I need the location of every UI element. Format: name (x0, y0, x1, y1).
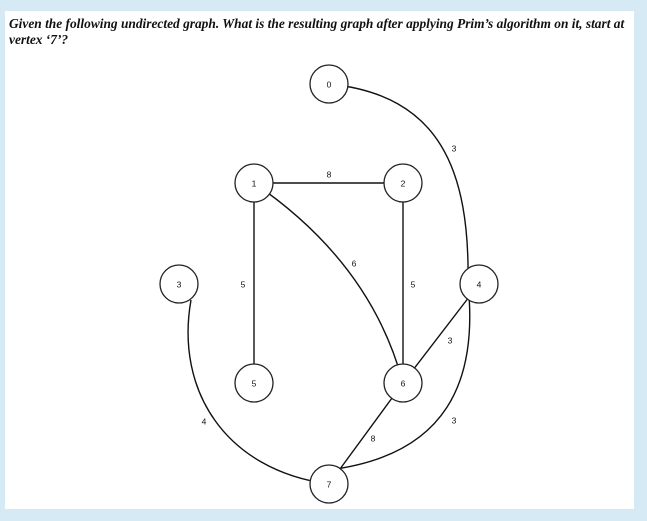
node-circle-7 (309, 464, 349, 504)
node-6: 6 (383, 363, 423, 403)
node-circle-4 (459, 264, 499, 304)
node-label-2: 2 (401, 178, 406, 188)
node-label-4: 4 (477, 279, 482, 289)
edge-weight-1-5: 5 (241, 279, 246, 289)
node-0: 0 (309, 64, 349, 104)
edge-weight-1-6: 6 (352, 258, 357, 268)
node-4: 4 (459, 264, 499, 304)
node-3: 3 (159, 264, 199, 304)
edge-weight-1-2: 8 (327, 169, 332, 179)
node-7: 7 (309, 464, 349, 504)
node-circle-0 (309, 64, 349, 104)
question-text: Given the following undirected graph. Wh… (9, 16, 625, 47)
node-label-5: 5 (252, 378, 257, 388)
edge-weight-2-6: 5 (411, 279, 416, 289)
node-circle-5 (234, 363, 274, 403)
node-label-3: 3 (177, 279, 182, 289)
edge-weight-3-7: 4 (202, 416, 207, 426)
node-circle-1 (234, 163, 274, 203)
node-label-1: 1 (252, 178, 257, 188)
node-circle-2 (383, 163, 423, 203)
edge-4-7 (328, 283, 471, 471)
edge-0-4 (328, 83, 469, 285)
node-label-7: 7 (327, 479, 332, 489)
edge-3-7 (187, 299, 330, 485)
edge-weight-4-6: 3 (448, 335, 453, 345)
edge-weight-0-4: 3 (452, 143, 457, 153)
node-1: 1 (234, 163, 274, 203)
node-5: 5 (234, 363, 274, 403)
edge-weight-4-7: 3 (452, 415, 457, 425)
node-circle-6 (383, 363, 423, 403)
node-label-6: 6 (401, 378, 406, 388)
edge-1-6 (253, 182, 404, 384)
node-2: 2 (383, 163, 423, 203)
edge-4-6 (402, 283, 480, 384)
edge-6-7 (328, 382, 404, 485)
edge-weight-6-7: 8 (371, 433, 376, 443)
node-label-0: 0 (327, 79, 332, 89)
node-circle-3 (159, 264, 199, 304)
